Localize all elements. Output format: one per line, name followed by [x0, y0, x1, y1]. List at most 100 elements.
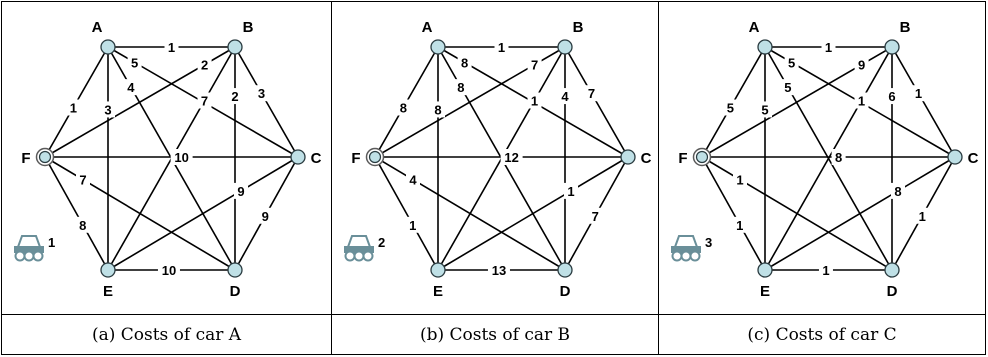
node-e — [100, 262, 116, 278]
node-c — [290, 149, 306, 165]
caption-panel-c: (c) Costs of car C — [747, 325, 897, 345]
edge-weight-label: 9 — [237, 184, 244, 199]
car-icon — [671, 235, 701, 262]
node-f — [38, 150, 52, 164]
weight-label-bg — [527, 92, 542, 109]
edge-weight-label: 7 — [79, 173, 86, 188]
edge-weight-label: 4 — [127, 80, 135, 95]
node-label-a: A — [749, 19, 760, 36]
node-label-c: C — [968, 150, 979, 167]
edge-weight-label: 9 — [262, 209, 269, 224]
edge-weight-label: 2 — [231, 89, 238, 104]
weight-label-bg — [66, 99, 81, 116]
weight-label-bg — [818, 262, 833, 278]
weight-label-bg — [164, 39, 179, 55]
edge-weight-label: 1 — [70, 101, 77, 116]
edge-f-e — [701, 156, 766, 271]
edge-weight-label: 6 — [888, 89, 895, 104]
weight-label-bg — [127, 54, 142, 71]
edge-b-e — [764, 46, 893, 271]
edge-weight-label: 1 — [858, 94, 865, 109]
edge-weight-label: 8 — [434, 102, 441, 117]
edge-weight-label: 1 — [822, 263, 829, 278]
weight-label-bg — [453, 79, 468, 96]
node-label-f: F — [21, 150, 30, 167]
weight-label-bg — [123, 79, 138, 96]
node-e — [430, 262, 446, 278]
edge-weight-label: 8 — [461, 55, 468, 70]
caption-panel-b: (b) Costs of car B — [419, 325, 571, 345]
weight-label-bg — [854, 92, 869, 109]
edge-weight-label: 4 — [561, 89, 569, 104]
node-label-b: B — [243, 19, 254, 36]
edge-weight-label: 3 — [104, 102, 111, 117]
weight-label-bg — [101, 101, 115, 118]
edge-weight-label: 7 — [201, 94, 208, 109]
node-d — [557, 262, 573, 278]
edge-weight-label: 2 — [201, 58, 208, 73]
edge-weight-label: 12 — [504, 150, 518, 165]
weight-label-bg — [758, 101, 772, 118]
edge-weight-label: 1 — [825, 40, 832, 55]
weight-label-bg — [784, 54, 799, 71]
node-label-b: B — [573, 19, 584, 36]
panel-divider — [331, 1, 332, 355]
edge-weight-label: 10 — [174, 150, 188, 165]
edge-weight-label: 5 — [727, 101, 734, 116]
edge-f-e — [374, 156, 439, 271]
node-a — [757, 39, 773, 55]
node-a — [100, 39, 116, 55]
node-label-c: C — [641, 150, 652, 167]
weight-label-bg — [723, 99, 738, 116]
weight-label-bg — [500, 149, 523, 165]
node-label-a: A — [92, 19, 103, 36]
car-number: 1 — [48, 235, 55, 250]
node-label-d: D — [230, 283, 241, 300]
weight-label-bg — [234, 182, 248, 199]
edge-weight-label: 1 — [409, 218, 416, 233]
edge-b-c — [891, 46, 956, 158]
caption-panel-a: (a) Costs of car A — [91, 325, 242, 345]
edge-e-c — [107, 156, 299, 271]
weight-label-bg — [197, 56, 212, 73]
weight-label-bg — [911, 85, 926, 102]
weight-label-bg — [170, 149, 193, 165]
weight-label-bg — [228, 88, 242, 105]
node-c — [947, 149, 963, 165]
weight-label-bg — [254, 85, 269, 102]
edge-weight-label: 1 — [736, 218, 743, 233]
edge-f-d — [374, 156, 566, 271]
weight-label-bg — [588, 207, 603, 224]
edge-weight-label: 1 — [919, 209, 926, 224]
edge-f-d — [701, 156, 893, 271]
car-icon — [14, 235, 44, 262]
weight-label-bg — [76, 171, 90, 188]
node-label-f: F — [678, 150, 687, 167]
weight-label-bg — [75, 216, 90, 233]
node-label-c: C — [311, 150, 322, 167]
node-f — [368, 150, 382, 164]
edge-weight-label: 1 — [498, 40, 505, 55]
edge-weight-label: 10 — [162, 263, 176, 278]
edge-weight-label: 5 — [761, 102, 768, 117]
edge-weight-label: 4 — [409, 173, 417, 188]
node-b — [227, 39, 243, 55]
edge-weight-label: 8 — [457, 80, 464, 95]
node-e — [757, 262, 773, 278]
weight-label-bg — [885, 88, 899, 105]
weight-label-bg — [494, 39, 509, 55]
node-label-b: B — [900, 19, 911, 36]
weight-label-bg — [197, 92, 212, 109]
edge-weight-label: 8 — [79, 218, 86, 233]
weight-label-bg — [558, 88, 572, 105]
weight-label-bg — [733, 171, 747, 188]
edge-weight-label: 5 — [788, 55, 795, 70]
weight-label-bg — [396, 99, 411, 116]
